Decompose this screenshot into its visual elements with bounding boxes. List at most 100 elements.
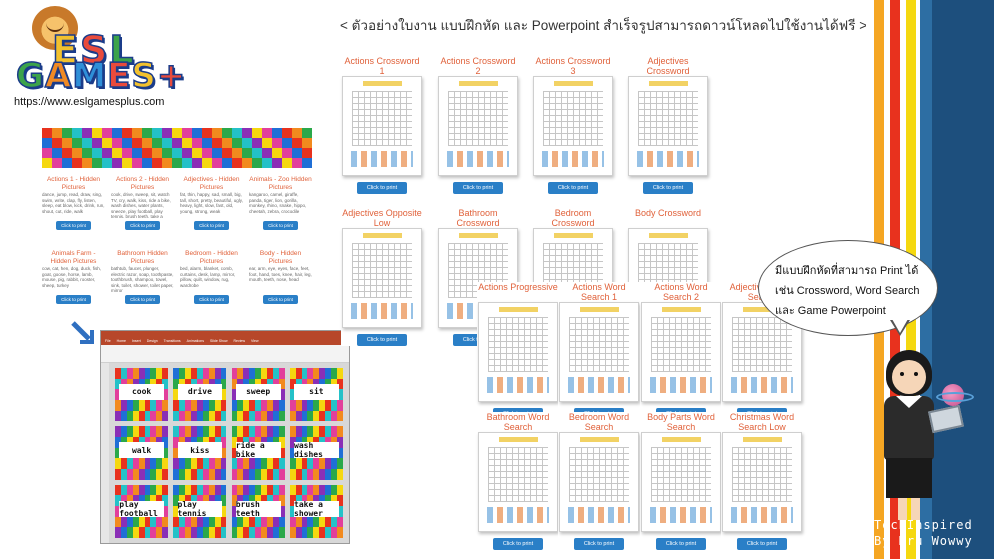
ppt-tab[interactable]: Transitions <box>163 339 181 343</box>
worksheet-title[interactable]: Bathroom Word Search <box>486 412 550 432</box>
ppt-slide[interactable]: walk <box>115 426 169 480</box>
ppt-tab[interactable]: Animations <box>186 339 204 343</box>
click-to-print-button[interactable]: Click to print <box>56 295 91 304</box>
worksheet-thumbnail[interactable] <box>342 228 422 328</box>
ppt-tab[interactable]: Insert <box>131 339 141 343</box>
card-title[interactable]: Bathroom Hidden Pictures <box>117 250 168 265</box>
card-title[interactable]: Actions 1 - Hidden Pictures <box>46 176 101 191</box>
card-description: ear, arm, eye, eyes, face, feet, foot, h… <box>249 266 312 282</box>
worksheet-title[interactable]: Adjectives Opposite Low <box>342 208 422 228</box>
worksheet-title[interactable]: Actions Progressive <box>478 282 558 292</box>
worksheet-thumbnail[interactable] <box>628 76 708 176</box>
worksheet-thumbnail[interactable] <box>533 76 613 176</box>
click-to-print-button[interactable]: Click to print <box>493 538 543 550</box>
ppt-slide[interactable]: play tennis <box>173 484 227 538</box>
eslgames-logo: ESL GAMES+ <box>12 6 242 97</box>
logo-letter: S <box>79 27 110 73</box>
ppt-slide[interactable]: cook <box>115 368 169 422</box>
card-description: fat, thin, happy, sad, small, big, tall,… <box>180 192 243 214</box>
worksheet-thumbnail[interactable] <box>478 432 558 532</box>
click-to-print-button[interactable]: Click to print <box>263 295 298 304</box>
click-to-print-button[interactable]: Click to print <box>125 221 160 230</box>
logo-letter: M <box>72 55 108 97</box>
ppt-slide-panel <box>101 363 109 543</box>
card-title[interactable]: Adjectives - Hidden Pictures <box>183 176 240 191</box>
click-to-print-button[interactable]: Click to print <box>263 221 298 230</box>
slide-word: walk <box>119 442 164 459</box>
worksheet-title[interactable]: Bedroom Crossword <box>551 208 595 228</box>
worksheet-title[interactable]: Bathroom Crossword <box>456 208 500 228</box>
ppt-tab[interactable]: Home <box>116 339 126 343</box>
worksheet-title[interactable]: Actions Crossword 3 <box>535 56 611 76</box>
worksheet-thumbnail[interactable] <box>438 76 518 176</box>
worksheet-title[interactable]: Actions Word Search 2 <box>654 282 708 302</box>
ppt-slide[interactable]: kiss <box>173 426 227 480</box>
ppt-slide[interactable]: sweep <box>231 368 285 422</box>
slide-word: sweep <box>235 383 281 400</box>
click-to-print-button[interactable]: Click to print <box>737 538 787 550</box>
click-to-print-button[interactable]: Click to print <box>194 221 229 230</box>
worksheet-title[interactable]: Actions Crossword 2 <box>440 56 516 76</box>
site-url[interactable]: https://www.eslgamesplus.com <box>14 96 165 108</box>
worksheet-thumbnail[interactable] <box>641 432 721 532</box>
click-to-print-button[interactable]: Click to print <box>194 295 229 304</box>
click-to-print-button[interactable]: Click to print <box>125 295 160 304</box>
click-to-print-button[interactable]: Click to print <box>453 182 503 194</box>
ppt-tab[interactable]: View <box>250 339 259 343</box>
powerpoint-window: File Home Insert Design Transitions Animation… <box>100 330 350 544</box>
click-to-print-button[interactable]: Click to print <box>656 538 706 550</box>
worksheet-thumbnail[interactable] <box>559 302 639 402</box>
card-title[interactable]: Animals Farm - Hidden Pictures <box>50 250 97 265</box>
ppt-tab[interactable]: Slide Show <box>209 339 228 343</box>
bubble-line1: มีแบบฝึกหัดที่สามารถ Print ได้ <box>775 265 919 277</box>
worksheet-thumbnail[interactable] <box>722 432 802 532</box>
ppt-slide[interactable]: brush teeth <box>231 484 285 538</box>
worksheet-thumbnail[interactable] <box>559 432 639 532</box>
card-title[interactable]: Body - Hidden Pictures <box>259 250 302 265</box>
click-to-print-button[interactable]: Click to print <box>357 182 407 194</box>
worksheet-title[interactable]: Adjectives Crossword <box>646 56 690 76</box>
logo-letter: S <box>131 55 157 97</box>
logo-letter: G <box>15 55 45 97</box>
card-title[interactable]: Bedroom - Hidden Pictures <box>185 250 238 265</box>
ppt-slide[interactable]: drive <box>173 368 227 422</box>
ppt-slide[interactable]: sit <box>289 368 343 422</box>
bubble-line2: เช่น Crossword, Word Search <box>775 285 920 297</box>
ppt-slide[interactable]: ride a bike <box>231 426 285 480</box>
worksheet-thumbnail[interactable] <box>722 302 802 402</box>
click-to-print-button[interactable]: Click to print <box>357 334 407 346</box>
worksheet-title[interactable]: Body Parts Word Search <box>647 412 715 432</box>
click-to-print-button[interactable]: Click to print <box>56 221 91 230</box>
worksheet-title[interactable]: Bedroom Word Search <box>568 412 630 432</box>
ppt-tab[interactable]: Design <box>146 339 158 343</box>
ppt-tab[interactable]: Review <box>233 339 245 343</box>
worksheet-thumbnail[interactable] <box>342 76 422 176</box>
logo-letter: E <box>51 27 80 73</box>
card-title[interactable]: Actions 2 - Hidden Pictures <box>115 176 170 191</box>
ppt-slide[interactable]: wash dishes <box>289 426 343 480</box>
ppt-slide[interactable]: take a shower <box>289 484 343 538</box>
worksheet-thumbnail[interactable] <box>478 302 558 402</box>
click-to-print-button[interactable]: Click to print <box>643 182 693 194</box>
click-to-print-button[interactable]: Click to print <box>548 182 598 194</box>
ppt-tab[interactable]: File <box>105 339 111 343</box>
click-to-print-button[interactable]: Click to print <box>574 538 624 550</box>
worksheet-thumbnail[interactable] <box>641 302 721 402</box>
card-title[interactable]: Animals - Zoo Hidden Pictures <box>249 176 312 191</box>
worksheet-title[interactable]: Actions Crossword 1 <box>344 56 420 76</box>
worksheet-title[interactable]: Christmas Word Search Low <box>729 412 795 432</box>
ppt-slide[interactable]: play football <box>115 484 169 538</box>
arrow-down-right-icon <box>71 321 94 344</box>
worksheet-title[interactable]: Body Crossword <box>634 208 702 218</box>
signature-line2: By Kru Wowwy <box>874 534 973 548</box>
worksheet-title[interactable]: Actions Word Search 1 <box>572 282 626 302</box>
bubble-line3: และ Game Powerpoint <box>775 305 886 317</box>
